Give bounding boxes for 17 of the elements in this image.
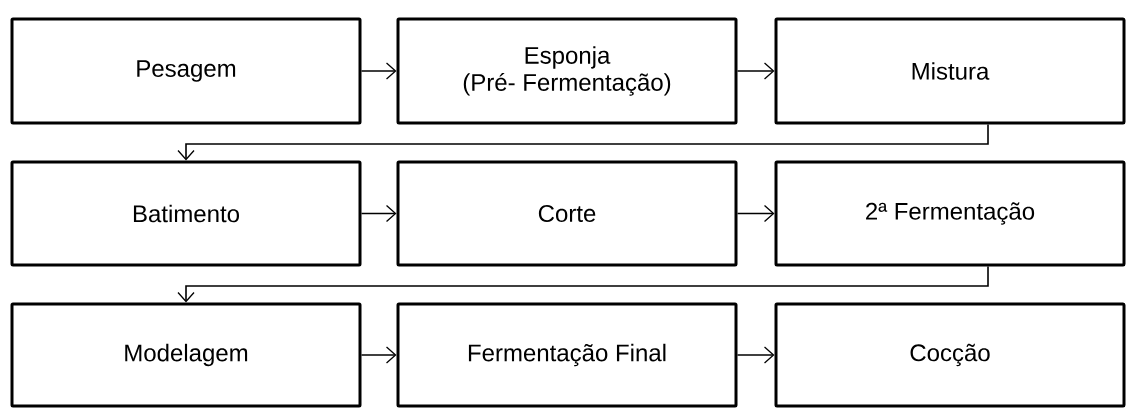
process-box: Modelagem <box>10 302 362 408</box>
process-box: Fermentação Final <box>396 302 738 408</box>
elbow-arrow <box>177 123 989 161</box>
process-box: Batimento <box>10 160 362 267</box>
process-box: Cocção <box>774 302 1126 408</box>
process-box: Corte <box>396 160 738 267</box>
process-box: 2ª Fermentação <box>774 160 1126 267</box>
process-box: Pesagem <box>10 17 362 125</box>
arrow <box>736 346 775 364</box>
process-box: Esponja (Pré- Fermentação) <box>396 17 738 125</box>
arrow <box>360 204 397 223</box>
arrow <box>360 346 397 364</box>
process-box: Mistura <box>774 17 1126 125</box>
elbow-arrow <box>177 265 989 303</box>
arrow <box>736 204 775 223</box>
arrow <box>736 62 775 80</box>
arrow <box>360 62 397 80</box>
